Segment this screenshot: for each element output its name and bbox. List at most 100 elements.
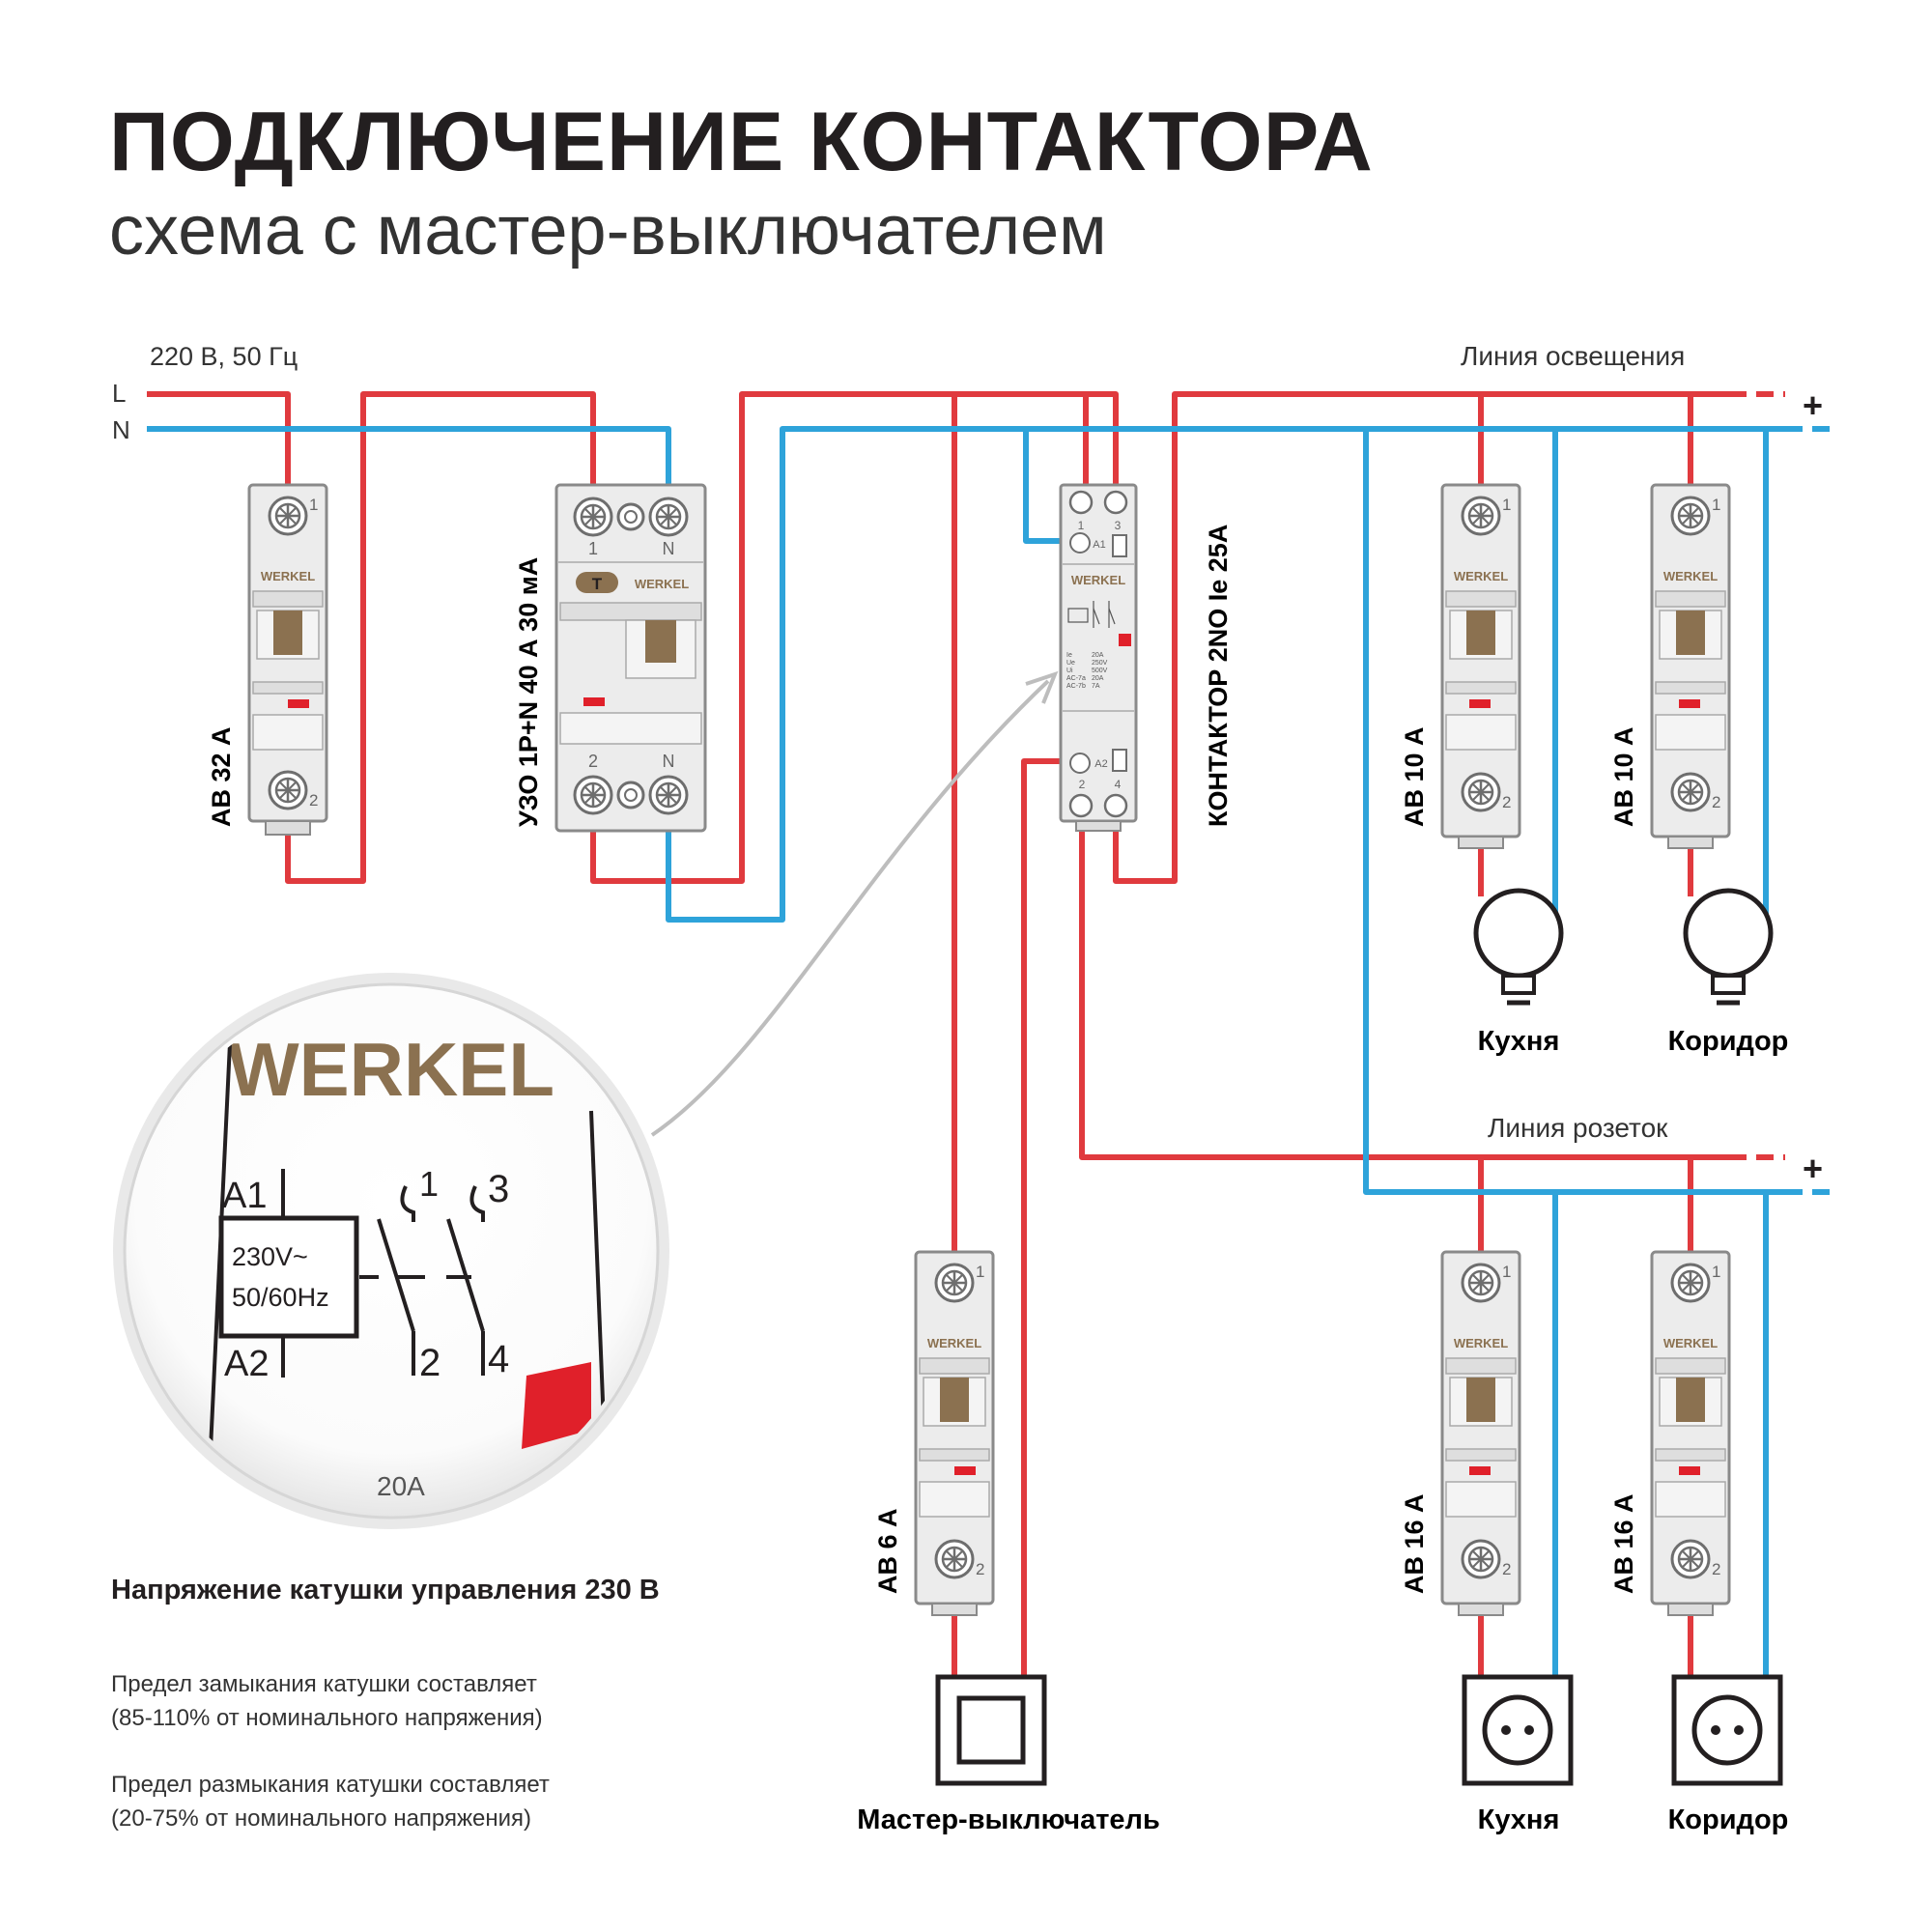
brand-label: WERKEL (927, 1336, 981, 1350)
zoom-coil-frequency: 50/60Hz (232, 1283, 329, 1312)
contactor-device: 1 3 A1 WERKEL Ie 20A Ue 250V Ui 500V AC-… (1059, 483, 1233, 832)
breaker-handle (273, 611, 302, 655)
spec-ui-value: 500V (1092, 668, 1108, 674)
main-breaker: 1 WERKEL 2 АВ 32 А (207, 483, 328, 836)
rcd-test-button[interactable] (576, 572, 618, 593)
terminal-number: 2 (1502, 1560, 1511, 1578)
phase-wires (147, 391, 1785, 1677)
notes-heading: Напряжение катушки управления 230 В (111, 1575, 660, 1605)
lighting-plus-sign: + (1803, 385, 1823, 425)
terminal-number: N (663, 539, 675, 558)
line-l-label: L (112, 379, 126, 408)
terminal-number: 1 (1502, 496, 1511, 514)
zoom-magnifier: WERKEL A1 230V~ 50/60Hz A2 1 3 (113, 973, 669, 1529)
breaker-handle (1466, 1378, 1495, 1422)
page-title: ПОДКЛЮЧЕНИЕ КОНТАКТОРА (109, 96, 1374, 188)
zoom-a2-label: A2 (224, 1344, 269, 1384)
spec-ie: Ie (1066, 652, 1072, 659)
socket-kitchen-icon[interactable] (1462, 1674, 1574, 1786)
light-breaker-corridor-label: АВ 10 А (1609, 726, 1638, 827)
neutral-coil-a1-wire (1023, 429, 1061, 544)
terminal-number: 2 (1502, 793, 1511, 811)
status-indicator (1679, 699, 1700, 708)
terminal-number: 3 (1115, 519, 1122, 532)
spec-ie-value: 20A (1092, 652, 1104, 659)
master-breaker: 1 WERKEL 2 АВ 6 А (873, 1250, 995, 1616)
note-close-line2: (85-110% от номинального напряжения) (111, 1705, 543, 1731)
status-indicator (1679, 1466, 1700, 1475)
lamp-corridor-icon (1683, 888, 1774, 1006)
phase-contactor-to-lighting-wire (1113, 391, 1729, 884)
sockets-plus-sign: + (1803, 1149, 1823, 1188)
socket-kitchen-label: Кухня (1478, 1804, 1560, 1835)
terminal-number: 2 (976, 1560, 984, 1578)
status-indicator (583, 697, 605, 706)
neutral-supply-wire (147, 426, 671, 485)
status-indicator (1469, 699, 1491, 708)
terminal-screw-icon (648, 497, 689, 537)
lamp-corridor-label: Коридор (1668, 1026, 1789, 1057)
neutral-rcd-output-wire (666, 426, 1785, 923)
spec-ac7a: AC-7a (1066, 675, 1086, 682)
status-indicator (288, 699, 309, 708)
terminal-number: 1 (1712, 496, 1720, 514)
note-open-line1: Предел размыкания катушки составляет (111, 1772, 550, 1798)
zoom-contact-2: 2 (419, 1342, 440, 1384)
socket-corridor-label: Коридор (1668, 1804, 1789, 1835)
zoom-coil-voltage: 230V~ (232, 1242, 308, 1271)
socket-corridor-icon[interactable] (1671, 1674, 1783, 1786)
coil-a2-label: A2 (1094, 758, 1107, 770)
terminal-number: 1 (1502, 1263, 1511, 1281)
rcd-test-label: T (592, 575, 603, 593)
phase-rcd-to-contactor-wire (590, 391, 1119, 884)
brand-label: WERKEL (635, 577, 689, 591)
zoom-contact-4: 4 (488, 1338, 509, 1380)
rcd-handle (645, 620, 676, 663)
socket-breaker-corridor: 1 WERKEL 2 АВ 16 А (1609, 1250, 1731, 1616)
breaker-handle (1466, 611, 1495, 655)
zoom-housing-right-edge (589, 1110, 607, 1450)
master-switch-icon[interactable] (935, 1674, 1047, 1786)
brand-label: WERKEL (1454, 569, 1508, 583)
terminal-screw-icon (1461, 1263, 1501, 1303)
rcd-label: УЗО 1P+N 40 А 30 мА (514, 557, 543, 827)
page-subtitle: схема с мастер-выключателем (109, 192, 1107, 270)
terminal-number: 4 (1115, 778, 1122, 791)
terminal-screw-icon (934, 1539, 975, 1579)
note-open-line2: (20-75% от номинального напряжения) (111, 1805, 532, 1832)
terminal-number: 1 (588, 539, 598, 558)
note-open-limit: Предел размыкания катушки составляет (20… (111, 1768, 550, 1835)
socket-breaker-corridor-label: АВ 16 А (1609, 1493, 1638, 1594)
socket-breaker-kitchen: 1 WERKEL 2 АВ 16 А (1400, 1250, 1521, 1616)
brand-label: WERKEL (1663, 569, 1718, 583)
neutral-sockets-riser (1363, 429, 1785, 1195)
master-breaker-label: АВ 6 А (873, 1508, 902, 1594)
contactor-schematic-icon (1067, 601, 1116, 628)
terminal-number: 2 (309, 791, 318, 810)
phase-breaker-to-rcd-wire (285, 391, 596, 884)
neutral-wires (147, 426, 1835, 1677)
contactor-label: КОНТАКТОР 2NO Ie 25A (1204, 525, 1233, 827)
terminal-screw-icon (268, 496, 308, 536)
lamp-kitchen-icon (1473, 888, 1564, 1006)
rcd-device: 1 N T WERKEL 2 N УЗО 1P+N 40 А 30 мА (514, 483, 707, 833)
lighting-line-label: Линия освещения (1461, 341, 1685, 371)
spec-ui: Ui (1066, 668, 1073, 674)
terminal-number: N (663, 752, 675, 771)
zoom-rating-label: 20A (377, 1471, 425, 1501)
terminal-screw-icon (1670, 1539, 1711, 1579)
breaker-handle (1676, 1378, 1705, 1422)
phase-control-return-wire (1021, 758, 1061, 1677)
zoom-contact-3: 3 (488, 1168, 509, 1210)
terminal-screw-icon (1670, 1263, 1711, 1303)
terminal-number: 2 (1079, 778, 1086, 791)
brand-label: WERKEL (1454, 1336, 1508, 1350)
spec-ac7b-value: 7A (1092, 683, 1100, 690)
terminal-screw-icon (1670, 496, 1711, 536)
breaker-handle (940, 1378, 969, 1422)
line-n-label: N (112, 415, 130, 444)
supply-label: 220 В, 50 Гц (150, 342, 298, 371)
terminal-screw-icon (1461, 772, 1501, 812)
terminal-number: 1 (1712, 1263, 1720, 1281)
phase-supply-wire (147, 391, 291, 485)
